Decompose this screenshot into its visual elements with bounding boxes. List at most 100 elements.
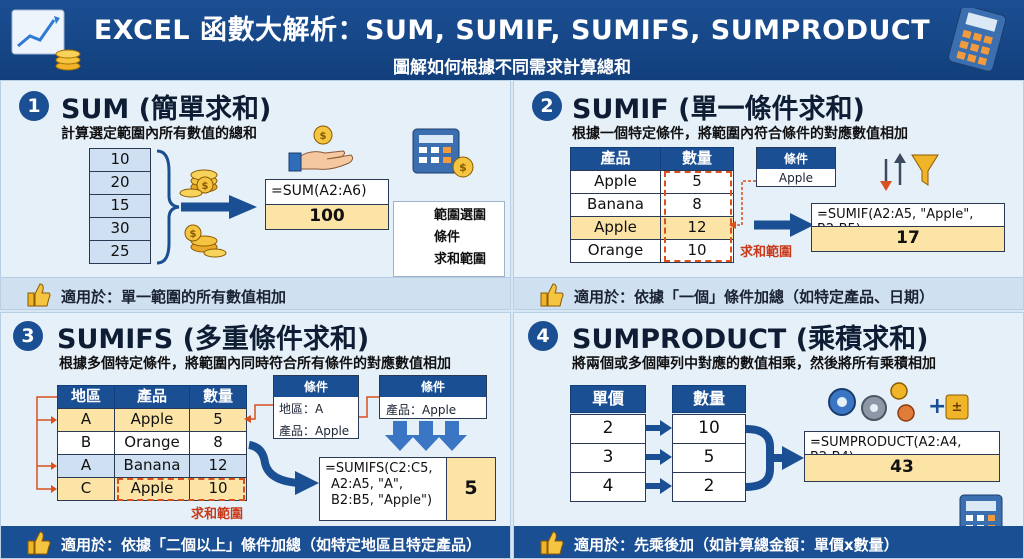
criteria-box-1: 條件 地區：A 產品：Apple <box>273 375 359 439</box>
table-cell: 5 <box>672 443 746 473</box>
section-title: SUMIFS (多重條件求和) <box>57 324 370 355</box>
table-cell: 8 <box>189 431 247 455</box>
header: EXCEL 函數大解析：SUM, SUMIF, SUMIFS, SUMPRODU… <box>0 0 1024 80</box>
formula-line: A2:A5, "A", <box>331 477 403 492</box>
svg-text:$: $ <box>459 161 467 174</box>
usage-bar: 適用於：單一範圍的所有數值相加 <box>1 277 510 309</box>
section-number: 4 <box>528 321 558 351</box>
table-cell: A <box>57 454 115 478</box>
criteria-item: 產品：Apple <box>386 403 457 417</box>
section-title: SUMIF (單一條件求和) <box>572 94 865 125</box>
table-cell: 2 <box>672 472 746 502</box>
section-subtitle: 根據多個特定條件，將範圍內同時符合所有條件的對應數值相加 <box>59 356 451 372</box>
section-subtitle: 根據一個特定條件，將範圍內符合條件的對應數值相加 <box>572 126 908 142</box>
arrow-icon <box>295 471 319 495</box>
sum-panel: 1 SUM (簡單求和) 計算選定範圍內所有數值的總和 10 20 15 30 … <box>0 80 511 310</box>
formula-box: =SUMIF(A2:A5, "Apple", B2:B5) <box>811 203 1005 237</box>
formula-box: =SUMPRODUCT(A2:A4, B2:B4) <box>804 431 1000 465</box>
table-cell: Banana <box>570 193 661 217</box>
page-title: EXCEL 函數大解析：SUM, SUMIF, SUMIFS, SUMPRODU… <box>93 15 931 46</box>
chart-coins-icon <box>11 9 81 71</box>
table-cell: Orange <box>114 431 190 455</box>
calculator-icon <box>947 8 1007 72</box>
criteria-item: 產品：Apple <box>279 424 350 438</box>
value-cell: 15 <box>89 194 151 218</box>
criteria-header: 條件 <box>757 148 835 169</box>
page-subtitle: 圖解如何根據不同需求計算總和 <box>393 58 631 78</box>
header-cell: 數量 <box>672 385 746 413</box>
section-number: 1 <box>19 91 49 121</box>
arrow-icon <box>229 195 257 219</box>
value-cell: 10 <box>89 148 151 172</box>
svg-text:$: $ <box>190 229 197 240</box>
result-box: 17 <box>811 226 1005 252</box>
table-cell: 10 <box>672 414 746 444</box>
section-number: 2 <box>532 91 562 121</box>
table-cell: Apple <box>570 216 661 240</box>
table-cell: Apple <box>114 477 190 501</box>
criteria-box-2: 條件 產品：Apple <box>379 375 487 419</box>
calculator-small-icon: ± <box>945 394 969 420</box>
sumifs-graphics <box>36 396 467 495</box>
sumproduct-panel: 4 SUMPRODUCT (乘積求和) 將兩個或多個陣列中對應的數值相乘，然後將… <box>513 312 1024 559</box>
table-cell: Apple <box>114 408 190 432</box>
table-cell: Orange <box>570 239 661 263</box>
legend-range: 範圍選圍 <box>434 208 487 223</box>
usage-bar: 適用於：先乘後加（如計算總金額：單價x數量） <box>514 526 1023 558</box>
legend-criteria: 條件 <box>434 230 461 245</box>
sum-range-label: 求和範圍 <box>191 507 244 522</box>
arrow-icon <box>782 446 804 470</box>
table-cell: 10 <box>660 239 734 263</box>
criteria-value: Apple <box>778 171 814 185</box>
criteria-header: 條件 <box>380 376 486 397</box>
table-cell: 4 <box>570 472 646 502</box>
usage-text: 適用於：先乘後加（如計算總金額：單價x數量） <box>574 536 899 554</box>
hand-coin-icon: $ <box>288 125 354 172</box>
svg-text:$: $ <box>320 131 327 142</box>
legend-sum-range: 求和範圍 <box>434 252 487 267</box>
sumif-panel: 2 SUMIF (單一條件求和) 根據一個特定條件，將範圍內符合條件的對應數值相… <box>513 80 1024 310</box>
result-box: 5 <box>446 457 496 521</box>
section-number: 3 <box>13 321 43 351</box>
result-box: 100 <box>265 204 389 230</box>
gears-icon <box>828 382 915 422</box>
table-cell: C <box>57 477 115 501</box>
sum-range-highlight <box>117 478 245 501</box>
thumbs-up-icon <box>27 283 51 307</box>
value-cell: 20 <box>89 171 151 195</box>
table-cell: 5 <box>660 170 734 194</box>
thumbs-up-icon <box>540 283 564 307</box>
coins-icon: $ $ <box>179 169 227 258</box>
sum-range-label: 求和範圍 <box>740 245 793 260</box>
arrow-icon <box>790 213 814 237</box>
usage-bar: 適用於：依據「二個以上」條件加總（如特定地區且特定產品） <box>1 526 510 558</box>
criteria-box: 條件 Apple <box>756 147 836 187</box>
formula-line: B2:B5, "Apple") <box>331 493 433 508</box>
result-box: 43 <box>804 454 1000 482</box>
criteria-header: 條件 <box>274 376 358 397</box>
section-subtitle: 計算選定範圍內所有數值的總和 <box>61 126 257 142</box>
usage-text: 適用於：依據「二個以上」條件加總（如特定地區且特定產品） <box>61 536 482 554</box>
sumif-graphics <box>729 153 939 237</box>
usage-text: 適用於：單一範圍的所有數值相加 <box>61 288 287 306</box>
sort-filter-icon <box>880 153 939 191</box>
thumbs-up-icon <box>540 531 564 555</box>
table-cell: 2 <box>570 414 646 444</box>
table-cell: A <box>57 408 115 432</box>
section-subtitle: 將兩個或多個陣列中對應的數值相乘，然後將所有乘積相加 <box>572 356 936 372</box>
value-cell: 25 <box>89 240 151 264</box>
formula-box: =SUM(A2:A6) <box>265 179 389 205</box>
formula-line: =SUMIFS(C2:C5, <box>325 461 433 476</box>
formula-box: =SUMIFS(C2:C5, A2:A5, "A", B2:B5, "Apple… <box>319 457 447 521</box>
legend: 範圍選圍 條件 求和範圍 <box>393 201 505 277</box>
thumbs-up-icon <box>27 531 51 555</box>
sum-range-highlight <box>664 171 732 262</box>
section-title: SUM (簡單求和) <box>61 94 272 125</box>
svg-text:$: $ <box>202 181 209 192</box>
svg-text:±: ± <box>952 400 963 415</box>
criteria-item: 地區：A <box>279 402 324 416</box>
table-cell: 3 <box>570 443 646 473</box>
usage-bar: 適用於：依據「一個」條件加總（如特定產品、日期） <box>514 277 1023 309</box>
usage-text: 適用於：依據「一個」條件加總（如特定產品、日期） <box>574 288 935 306</box>
header-cell: 數量 <box>660 147 734 171</box>
